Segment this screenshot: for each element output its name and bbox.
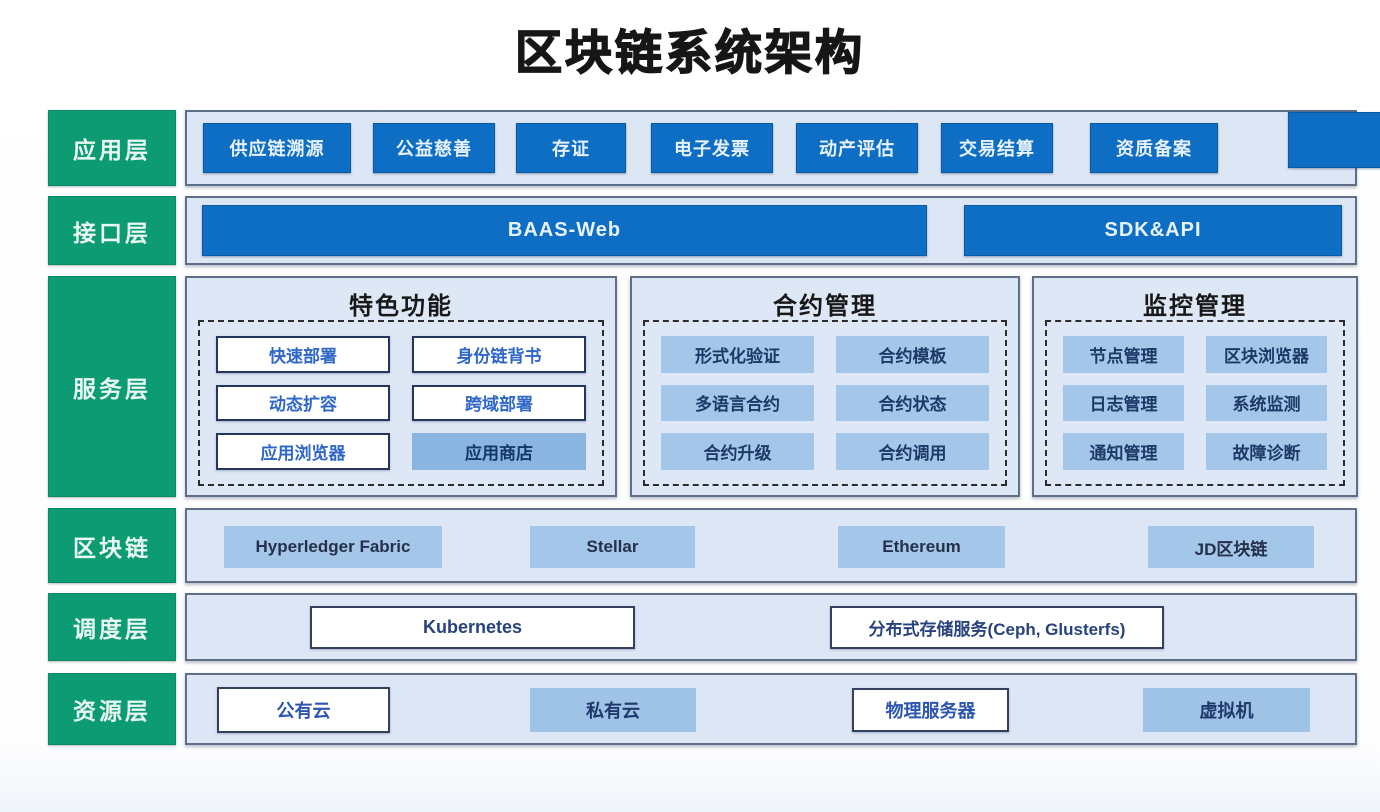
res-item-physical-server: 物理服务器 bbox=[852, 688, 1009, 732]
service-group-features-box: 快速部署 身份链背书 动态扩容 跨域部署 应用浏览器 应用商店 bbox=[198, 320, 604, 486]
page-title: 区块链系统架构 bbox=[514, 25, 865, 80]
interface-layer-panel: BAAS-Web SDK&API bbox=[185, 196, 1357, 265]
app-item-evidence: 存证 bbox=[516, 123, 626, 173]
svc-item-fault-diagnosis: 故障诊断 bbox=[1206, 433, 1327, 470]
svc-item-contract-invoke: 合约调用 bbox=[836, 433, 989, 470]
svc-item-cross-domain-deployment: 跨域部署 bbox=[412, 384, 586, 422]
svc-item-multi-language-contract: 多语言合约 bbox=[661, 384, 814, 422]
svc-item-app-store: 应用商店 bbox=[412, 433, 586, 470]
interface-item-baas-web: BAAS-Web bbox=[202, 205, 927, 256]
svc-item-contract-upgrade: 合约升级 bbox=[661, 433, 814, 470]
app-item-supply-chain-trace: 供应链溯源 bbox=[203, 123, 351, 173]
layer-label-resource: 资源层 bbox=[48, 673, 176, 745]
layer-label-scheduling: 调度层 bbox=[48, 593, 176, 661]
res-item-private-cloud: 私有云 bbox=[530, 688, 696, 732]
layer-label-interface: 接口层 bbox=[48, 196, 176, 265]
chain-item-hyperledger-fabric: Hyperledger Fabric bbox=[224, 526, 442, 568]
svc-item-notification-management: 通知管理 bbox=[1063, 433, 1184, 470]
sched-item-kubernetes: Kubernetes bbox=[310, 606, 635, 649]
res-item-virtual-machine: 虚拟机 bbox=[1143, 688, 1310, 732]
app-item-trade-settlement: 交易结算 bbox=[941, 123, 1053, 173]
application-layer-panel: 供应链溯源 公益慈善 存证 电子发票 动产评估 交易结算 资质备案 bbox=[185, 110, 1357, 186]
app-item-qualification-filing: 资质备案 bbox=[1090, 123, 1218, 173]
chain-item-ethereum: Ethereum bbox=[838, 526, 1005, 568]
service-group-features-title: 特色功能 bbox=[349, 293, 453, 320]
res-item-public-cloud: 公有云 bbox=[217, 687, 390, 733]
app-item-asset-appraisal: 动产评估 bbox=[796, 123, 918, 173]
svc-item-contract-template: 合约模板 bbox=[836, 336, 989, 373]
service-group-monitoring-box: 节点管理 区块浏览器 日志管理 系统监测 通知管理 故障诊断 bbox=[1045, 320, 1345, 486]
service-group-contract: 合约管理 形式化验证 合约模板 多语言合约 合约状态 合约升级 合约调用 bbox=[630, 276, 1020, 497]
service-group-monitoring-title: 监控管理 bbox=[1143, 293, 1247, 320]
sched-item-distributed-storage: 分布式存储服务(Ceph, Glusterfs) bbox=[830, 606, 1164, 649]
app-item-e-invoice: 电子发票 bbox=[651, 123, 773, 173]
svc-item-log-management: 日志管理 bbox=[1063, 384, 1184, 422]
blockchain-layer-panel: Hyperledger Fabric Stellar Ethereum JD区块… bbox=[185, 508, 1357, 583]
svc-item-rapid-deployment: 快速部署 bbox=[216, 336, 390, 373]
service-group-monitoring: 监控管理 节点管理 区块浏览器 日志管理 系统监测 通知管理 故障诊断 bbox=[1032, 276, 1358, 497]
svc-item-app-browser: 应用浏览器 bbox=[216, 433, 390, 470]
service-group-contract-title: 合约管理 bbox=[773, 293, 877, 320]
chain-item-jd-blockchain: JD区块链 bbox=[1148, 526, 1314, 568]
svc-item-node-management: 节点管理 bbox=[1063, 336, 1184, 373]
app-item-extra bbox=[1288, 112, 1380, 168]
chain-item-stellar: Stellar bbox=[530, 526, 695, 568]
svc-item-identity-endorsement: 身份链背书 bbox=[412, 336, 586, 373]
svc-item-block-browser: 区块浏览器 bbox=[1206, 336, 1327, 373]
service-group-contract-box: 形式化验证 合约模板 多语言合约 合约状态 合约升级 合约调用 bbox=[643, 320, 1007, 486]
svc-item-system-monitoring: 系统监测 bbox=[1206, 384, 1327, 422]
interface-item-sdk-api: SDK&API bbox=[964, 205, 1342, 256]
svc-item-formal-verification: 形式化验证 bbox=[661, 336, 814, 373]
scheduling-layer-panel: Kubernetes 分布式存储服务(Ceph, Glusterfs) bbox=[185, 593, 1357, 661]
layer-label-application: 应用层 bbox=[48, 110, 176, 186]
service-group-features: 特色功能 快速部署 身份链背书 动态扩容 跨域部署 应用浏览器 应用商店 bbox=[185, 276, 617, 497]
layer-label-service: 服务层 bbox=[48, 276, 176, 497]
resource-layer-panel: 公有云 私有云 物理服务器 虚拟机 bbox=[185, 673, 1357, 745]
svc-item-contract-state: 合约状态 bbox=[836, 384, 989, 422]
svc-item-dynamic-scaling: 动态扩容 bbox=[216, 384, 390, 422]
layer-label-blockchain: 区块链 bbox=[48, 508, 176, 583]
app-item-charity: 公益慈善 bbox=[373, 123, 495, 173]
